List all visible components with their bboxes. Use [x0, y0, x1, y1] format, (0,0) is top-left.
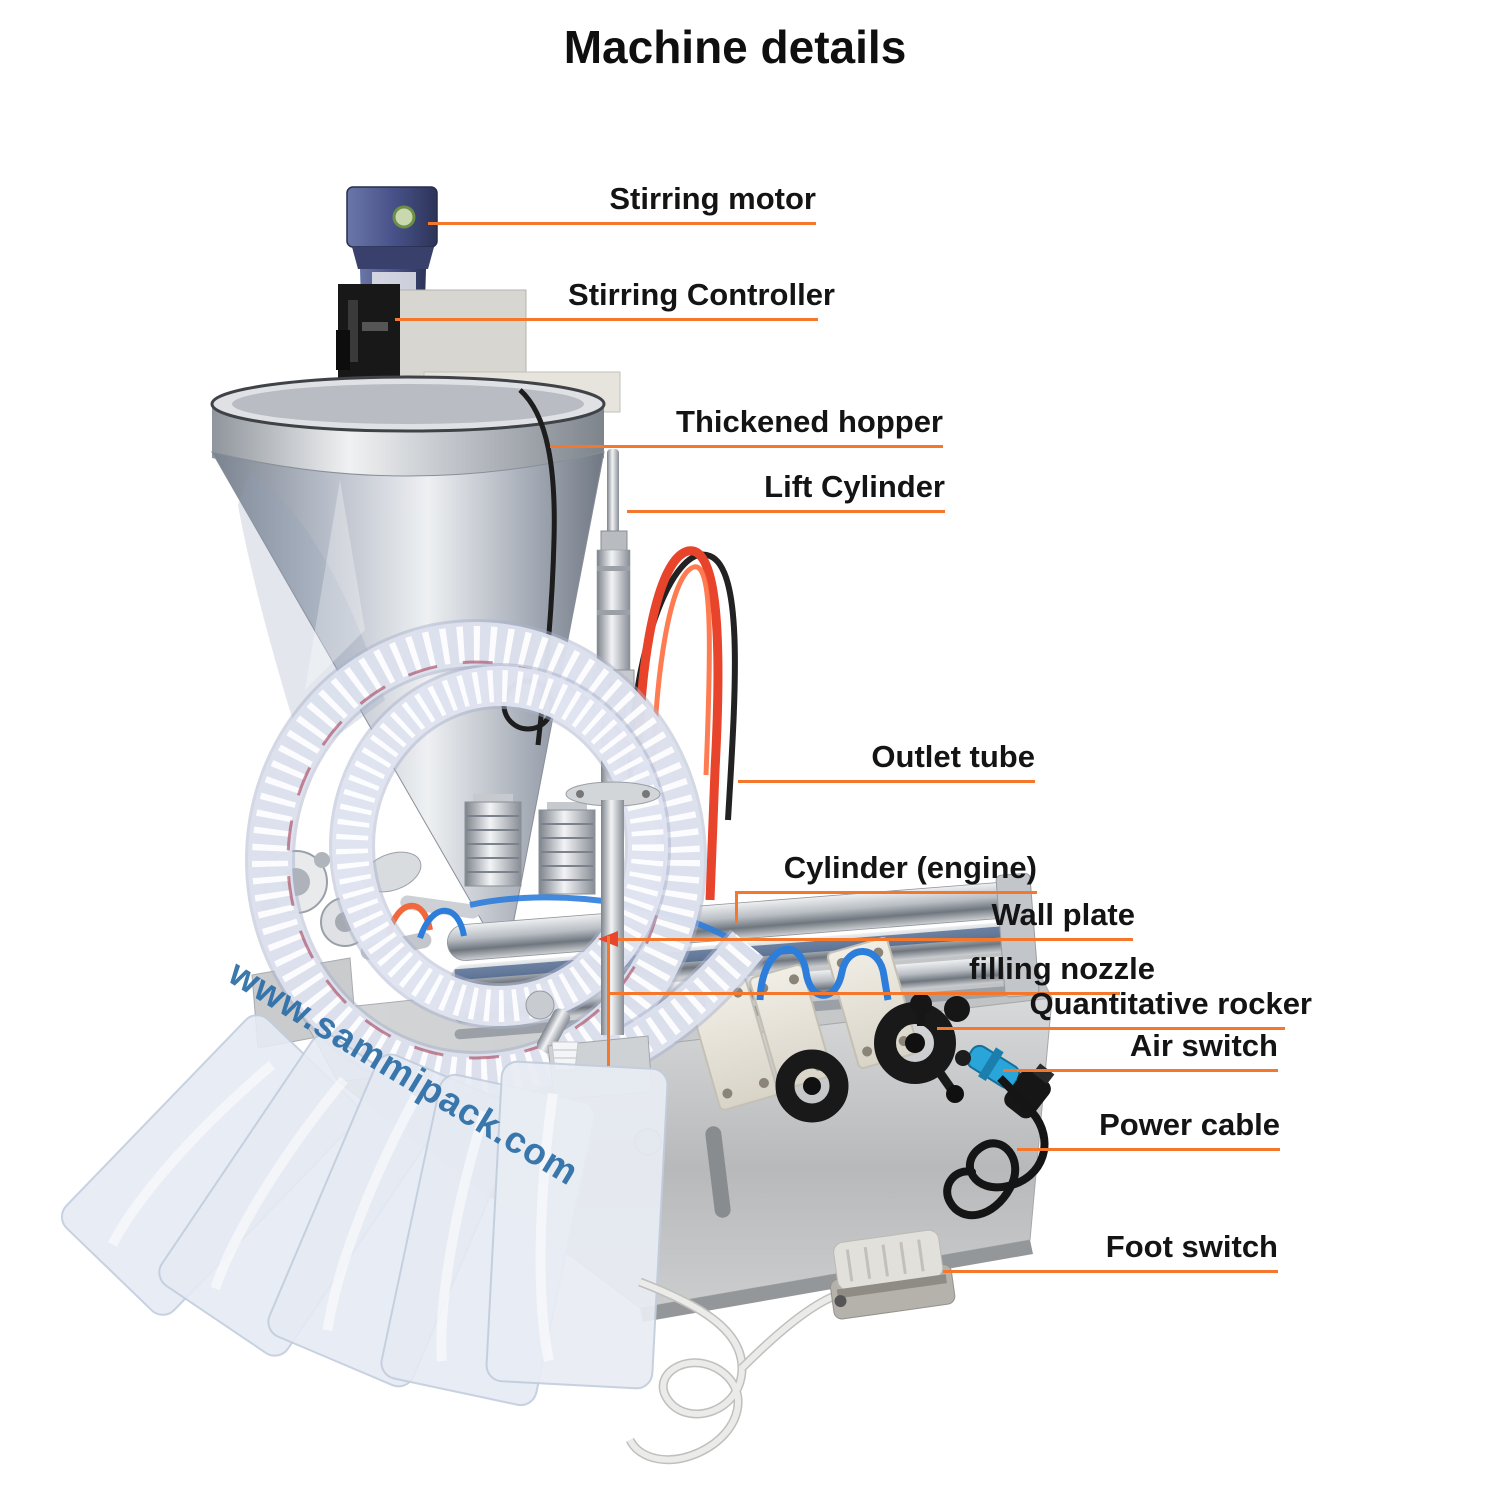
- leader-stirring-motor: [428, 222, 816, 225]
- pump-cylinders-part: [464, 794, 596, 895]
- label-stirring-motor: Stirring motor: [609, 181, 816, 216]
- label-cylinder-engine: Cylinder (engine): [783, 850, 1037, 885]
- bags-part: [60, 1014, 669, 1407]
- power-cable-part: [943, 1063, 1055, 1220]
- leader-cylinder-engine-elbow: [735, 891, 738, 923]
- label-power-cable: Power cable: [1099, 1107, 1280, 1142]
- quantitative-rockers-part: [775, 993, 970, 1123]
- leader-power-cable: [1017, 1148, 1280, 1151]
- leader-filling-nozzle-elbow: [607, 936, 610, 1066]
- leader-cylinder-engine: [735, 891, 1037, 894]
- leader-thickened-hopper: [550, 445, 943, 448]
- label-air-switch: Air switch: [1129, 1028, 1278, 1063]
- leader-air-switch: [1003, 1069, 1278, 1072]
- label-outlet-tube: Outlet tube: [871, 739, 1035, 774]
- leader-outlet-tube: [738, 780, 1035, 783]
- leader-stirring-controller: [395, 318, 818, 321]
- label-lift-cylinder: Lift Cylinder: [764, 469, 945, 504]
- leader-wall-plate: [618, 938, 1133, 941]
- leader-quantitative-rocker: [937, 1027, 1285, 1030]
- cables-part: [626, 546, 738, 901]
- label-stirring-controller: Stirring Controller: [568, 277, 835, 312]
- leader-foot-switch: [943, 1270, 1278, 1273]
- label-quantitative-rocker: Quantitative rocker: [1029, 986, 1312, 1021]
- page-title: Machine details: [563, 21, 907, 73]
- label-filling-nozzle: filling nozzle: [969, 951, 1155, 986]
- leader-filling-nozzle: [608, 992, 1120, 995]
- foot-switch-part: [625, 1229, 956, 1465]
- label-thickened-hopper: Thickened hopper: [676, 404, 943, 439]
- leader-lift-cylinder: [627, 510, 945, 513]
- label-wall-plate: Wall plate: [991, 897, 1135, 932]
- label-foot-switch: Foot switch: [1105, 1229, 1278, 1264]
